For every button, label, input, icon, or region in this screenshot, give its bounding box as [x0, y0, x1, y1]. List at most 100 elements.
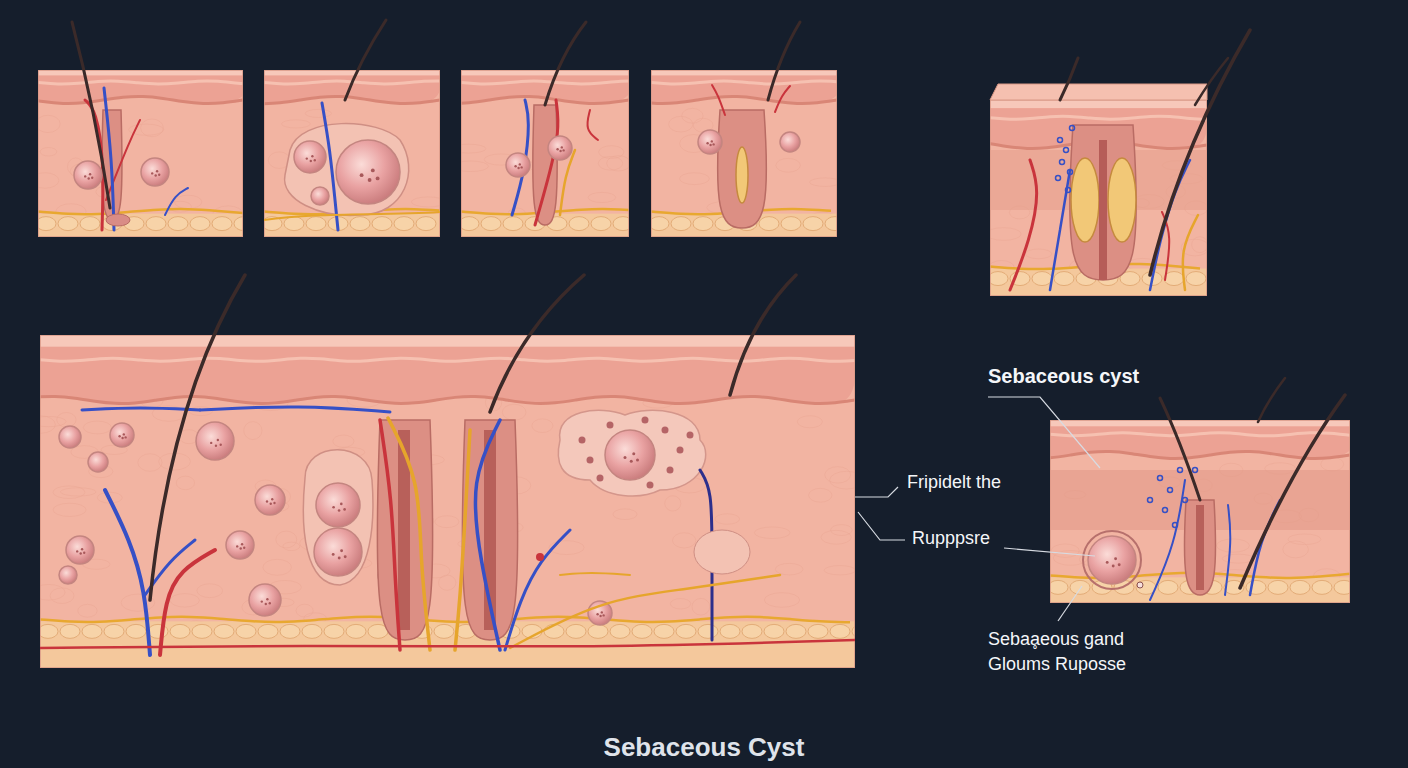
dermis-texture: [40, 584, 65, 600]
cyst: [311, 187, 329, 205]
basal-layer: [651, 97, 837, 104]
cyst-content: [151, 172, 153, 174]
blue-dot: [1064, 148, 1069, 153]
cyst-wall: [303, 450, 373, 585]
fat-cell: [808, 624, 828, 638]
blood-vessel: [1050, 170, 1070, 290]
fat-cell: [693, 217, 713, 231]
fat-cell: [1050, 580, 1068, 594]
stratum-line: [40, 358, 855, 361]
dermis-texture: [669, 116, 693, 132]
panel-edge: [264, 70, 440, 237]
fat-cell: [434, 624, 454, 638]
dermis-texture: [1222, 554, 1254, 563]
cyst-content: [311, 155, 313, 157]
blue-dot: [1193, 468, 1198, 473]
skin-panel: [38, 70, 243, 237]
fat-cell: [654, 624, 674, 638]
cyst-content: [210, 442, 212, 444]
dermis-texture: [263, 559, 292, 575]
blood-vessel: [505, 530, 570, 650]
skin-panel: [990, 100, 1207, 296]
dermis-texture: [461, 144, 486, 153]
hair: [150, 275, 245, 600]
dermis-texture: [824, 566, 855, 575]
cyst: [698, 130, 722, 154]
basal-layer: [40, 397, 855, 404]
hair: [1258, 378, 1285, 422]
cyst-content: [332, 506, 335, 509]
cyst-content: [579, 437, 586, 444]
fat-cell: [698, 624, 718, 638]
cyst-content: [124, 436, 126, 438]
fat-cell: [803, 217, 823, 231]
cyst-content: [667, 467, 674, 474]
hair-shaft: [1099, 140, 1107, 280]
epidermis: [264, 71, 440, 104]
follicle: [1070, 125, 1137, 280]
stratum-corneum: [38, 70, 243, 75]
panel-edge: [990, 100, 1207, 296]
dermis-texture: [50, 588, 74, 604]
fat-cell: [1070, 580, 1090, 594]
cyst: [141, 158, 169, 186]
blue-dot: [1163, 508, 1168, 513]
stratum-corneum: [651, 70, 837, 75]
dermis-texture: [78, 604, 97, 617]
blood-vessel: [1225, 505, 1230, 595]
fat-cell: [38, 217, 56, 231]
blue-dot: [1060, 160, 1065, 165]
cyst-content: [519, 163, 521, 165]
cyst-content: [266, 500, 268, 502]
epidermis: [461, 71, 629, 104]
hair: [490, 275, 584, 412]
fat-cell: [990, 272, 1008, 286]
fat-cell: [394, 217, 414, 231]
cyst-wall: [694, 530, 750, 574]
cyst-content: [217, 439, 219, 441]
cyst-content: [91, 177, 93, 179]
cyst-content: [368, 178, 372, 182]
cyst-content: [340, 549, 343, 552]
epidermis: [651, 71, 837, 104]
fat-cell: [302, 624, 322, 638]
dermis-texture: [53, 503, 86, 516]
skin-panel: [1050, 420, 1350, 603]
cyst: [605, 430, 655, 480]
leader-line: [1004, 548, 1095, 556]
fat-cell: [613, 217, 629, 231]
stratum-line: [38, 81, 243, 84]
hair: [545, 22, 586, 105]
blood-vessel: [1183, 215, 1198, 290]
fat-cell: [1164, 272, 1184, 286]
dermis-texture: [40, 416, 66, 426]
fat-layer: [38, 214, 243, 237]
cyst: [780, 132, 800, 152]
dermis-texture: [990, 228, 1021, 241]
epidermis: [38, 71, 243, 104]
fat-cell: [214, 624, 234, 638]
cyst-content: [559, 150, 561, 152]
fat-cell: [720, 624, 740, 638]
cyst-content: [662, 427, 669, 434]
cyst-content: [269, 602, 271, 604]
dermis-texture: [665, 496, 681, 511]
skin-panel: [461, 70, 629, 237]
fat-cell: [146, 217, 166, 231]
cyst-content: [241, 543, 243, 545]
blood-vessel: [200, 407, 390, 412]
fat-cell: [1032, 272, 1052, 286]
fat-cell: [1312, 580, 1332, 594]
fat-cell: [212, 217, 232, 231]
cyst-content: [709, 144, 711, 146]
cyst-content: [243, 547, 245, 549]
stratum-corneum: [461, 70, 629, 75]
cyst-content: [607, 422, 614, 429]
cyst-content: [677, 447, 684, 454]
fat-cell: [190, 217, 210, 231]
fat-cell: [651, 217, 669, 231]
fat-cell: [610, 624, 630, 638]
fat-cell: [1158, 580, 1178, 594]
blood-vessel: [380, 420, 400, 650]
